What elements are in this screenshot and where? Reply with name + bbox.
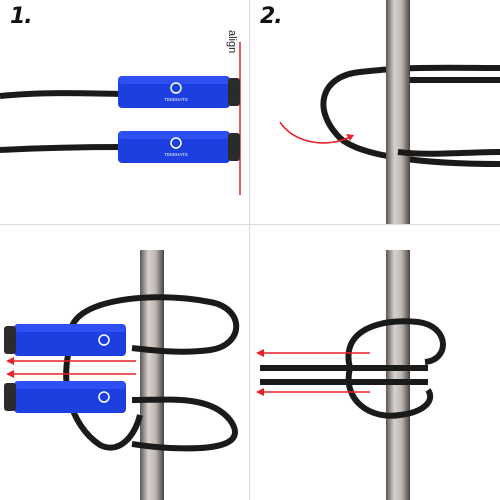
cord (397, 149, 500, 157)
left-arrow-icon (6, 357, 136, 365)
curved-arrow-icon (279, 121, 353, 144)
step-3-illustration (4, 250, 240, 500)
step-1-number: 1. (10, 4, 33, 29)
cord (0, 144, 125, 153)
step-4-panel: 4. (250, 250, 500, 500)
left-arrow-icon (256, 388, 370, 396)
cord (345, 318, 446, 369)
step-3-number: 3. (10, 250, 33, 255)
curved-arrow-head (346, 134, 354, 141)
left-arrow-icon (256, 349, 370, 357)
brand-logo-icon (170, 82, 182, 94)
brand-logo-icon (98, 334, 110, 346)
left-arrow-icon (6, 370, 136, 378)
foam-handle (4, 381, 126, 413)
panel-divider-vertical (249, 0, 250, 500)
step-1-illustration: TEKEHATS TEKEHATS (0, 42, 241, 195)
foam-handle (4, 324, 126, 356)
brand-text: TEKEHATS (164, 97, 187, 102)
brand-logo-icon (98, 391, 110, 403)
step-2-illustration (279, 0, 500, 225)
cord (67, 294, 240, 355)
brand-logo-icon (170, 137, 182, 149)
brand-text: TEKEHATS (164, 152, 187, 157)
cord (63, 339, 143, 451)
pole (386, 0, 410, 225)
step-4-illustration (256, 250, 446, 500)
foam-handle: TEKEHATS (118, 76, 240, 108)
step-3-panel: 3. (0, 250, 250, 500)
pole (386, 250, 410, 500)
step-2-panel: 2. (250, 0, 500, 250)
cord (131, 396, 238, 452)
cord (345, 367, 434, 419)
foam-handle: TEKEHATS (118, 131, 240, 163)
cord (0, 90, 125, 99)
step-1-panel: 1. TEKEHATS TEKEHATS (0, 0, 250, 250)
align-label: align (226, 30, 238, 54)
pole (140, 250, 164, 500)
step-4-number: 4. (260, 250, 283, 255)
panel-divider-horizontal (0, 224, 500, 225)
step-2-number: 2. (260, 4, 283, 29)
